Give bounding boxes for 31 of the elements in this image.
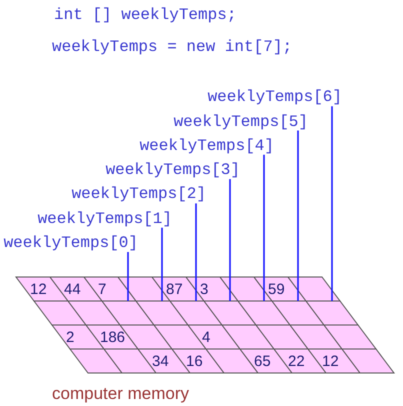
cell-value: 4: [202, 329, 210, 346]
leader-line: [195, 203, 197, 301]
leader-line: [263, 154, 265, 301]
code-line: weeklyTemps = new int[7];: [52, 38, 292, 56]
leader-line: [229, 179, 231, 301]
index-label: weeklyTemps[5]: [174, 112, 308, 130]
index-label: weeklyTemps[6]: [208, 88, 342, 106]
cell-value: 2: [66, 329, 74, 346]
cell-value: 7: [98, 281, 106, 298]
cell-value: 16: [186, 353, 203, 370]
cell-value: 3: [200, 281, 208, 298]
index-label: weeklyTemps[2]: [72, 185, 206, 204]
code-line: int [] weeklyTemps;: [54, 6, 236, 24]
index-label: weeklyTemps[4]: [140, 136, 274, 155]
leader-line: [127, 252, 129, 301]
index-label: weeklyTemps[0]: [4, 234, 138, 252]
cell-value: 34: [152, 353, 169, 370]
cell-value: 12: [322, 353, 339, 370]
caption: computer memory: [52, 384, 189, 404]
cell-value: 22: [288, 353, 305, 370]
index-label: weeklyTemps[3]: [106, 161, 240, 180]
leader-line: [297, 130, 299, 301]
cell-value: 44: [64, 281, 81, 298]
cell-value: 65: [254, 353, 271, 370]
leader-line: [331, 106, 333, 301]
cell-value: 87: [166, 281, 183, 298]
cell-value: 12: [30, 281, 47, 298]
cell-value: 59: [268, 281, 285, 298]
index-label: weeklyTemps[1]: [38, 210, 172, 228]
cell-value: 186: [100, 329, 126, 346]
leader-line: [161, 228, 163, 301]
